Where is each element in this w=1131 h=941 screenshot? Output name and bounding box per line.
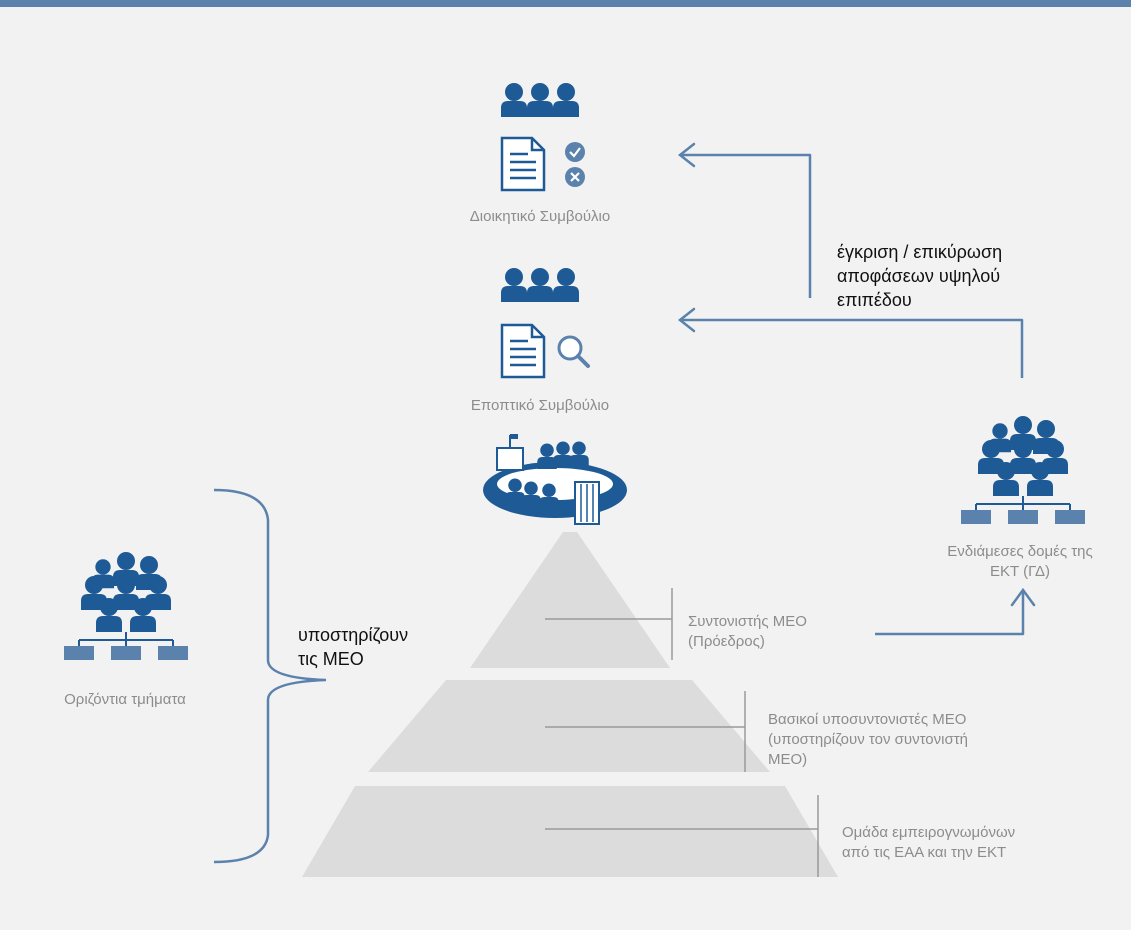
arrowhead-intermediate (1010, 587, 1036, 607)
support-annotation: υποστηρίζουν τις ΜΕΟ (298, 623, 458, 671)
horizontal-label: Οριζόντια τμήματα (64, 691, 186, 708)
document-icon (500, 323, 546, 379)
level-3-line-2: από τις ΕΑΑ και την ΕΚΤ (842, 844, 1007, 861)
top-accent-bar (0, 0, 1131, 7)
governing-council-label: Διοικητικό Συμβούλιο (469, 208, 611, 225)
arrowhead-supervisory-board (677, 307, 696, 333)
pyramid-bottom-level (302, 786, 838, 877)
intermediate-label-line-2: ΕΚΤ (ΓΔ) (990, 563, 1050, 580)
pyramid-top-level (470, 532, 670, 668)
level-2-line-1: Βασικοί υποσυντονιστές ΜΕΟ (768, 711, 967, 728)
level-1-line-1: Συντονιστής ΜΕΟ (688, 613, 807, 630)
check-icon (565, 142, 585, 162)
arrowhead-governing-council (677, 142, 696, 168)
org-structure-icon (961, 416, 1085, 524)
cross-icon (565, 167, 585, 187)
support-brace (213, 488, 327, 864)
supervisory-board-label: Εποπτικό Συμβούλιο (470, 397, 610, 414)
document-icon (500, 136, 546, 192)
pyramid-level-2-label: Βασικοί υποσυντονιστές ΜΕΟ (υποστηρίζουν… (768, 710, 1068, 770)
people-group-icon (501, 83, 579, 117)
approval-line-2: αποφάσεων υψηλού (837, 266, 1001, 286)
level-1-line-2: (Πρόεδρος) (688, 633, 765, 650)
people-group-icon (501, 268, 579, 302)
arrow-to-supervisory-board (682, 318, 1024, 378)
round-table-meeting-icon (483, 434, 627, 525)
intermediate-label: Ενδιάμεσες δομές της ΕΚΤ (ΓΔ) (910, 542, 1130, 582)
pyramid-level-3-label: Ομάδα εμπειρογνωμόνων από τις ΕΑΑ και τη… (842, 823, 1102, 863)
approval-line-3: επιπέδου (837, 290, 912, 310)
support-line-2: τις ΜΕΟ (298, 649, 364, 669)
pyramid-level-1-label: Συντονιστής ΜΕΟ (Πρόεδρος) (688, 612, 888, 652)
arrow-to-governing-council (682, 153, 812, 298)
magnifier-icon (557, 335, 590, 368)
pyramid-middle-level (368, 680, 770, 772)
org-structure-icon (64, 552, 188, 660)
level-2-line-2: (υποστηρίζουν τον συντονιστή (768, 731, 968, 748)
intermediate-label-line-1: Ενδιάμεσες δομές της (947, 543, 1093, 560)
arrow-to-intermediate (875, 592, 1025, 636)
approval-annotation: έγκριση / επικύρωση αποφάσεων υψηλού επι… (837, 240, 1097, 312)
level-2-line-3: ΜΕΟ) (768, 751, 808, 768)
level-3-line-1: Ομάδα εμπειρογνωμόνων (842, 824, 1016, 841)
support-line-1: υποστηρίζουν (298, 625, 409, 645)
approval-line-1: έγκριση / επικύρωση (837, 242, 1003, 262)
